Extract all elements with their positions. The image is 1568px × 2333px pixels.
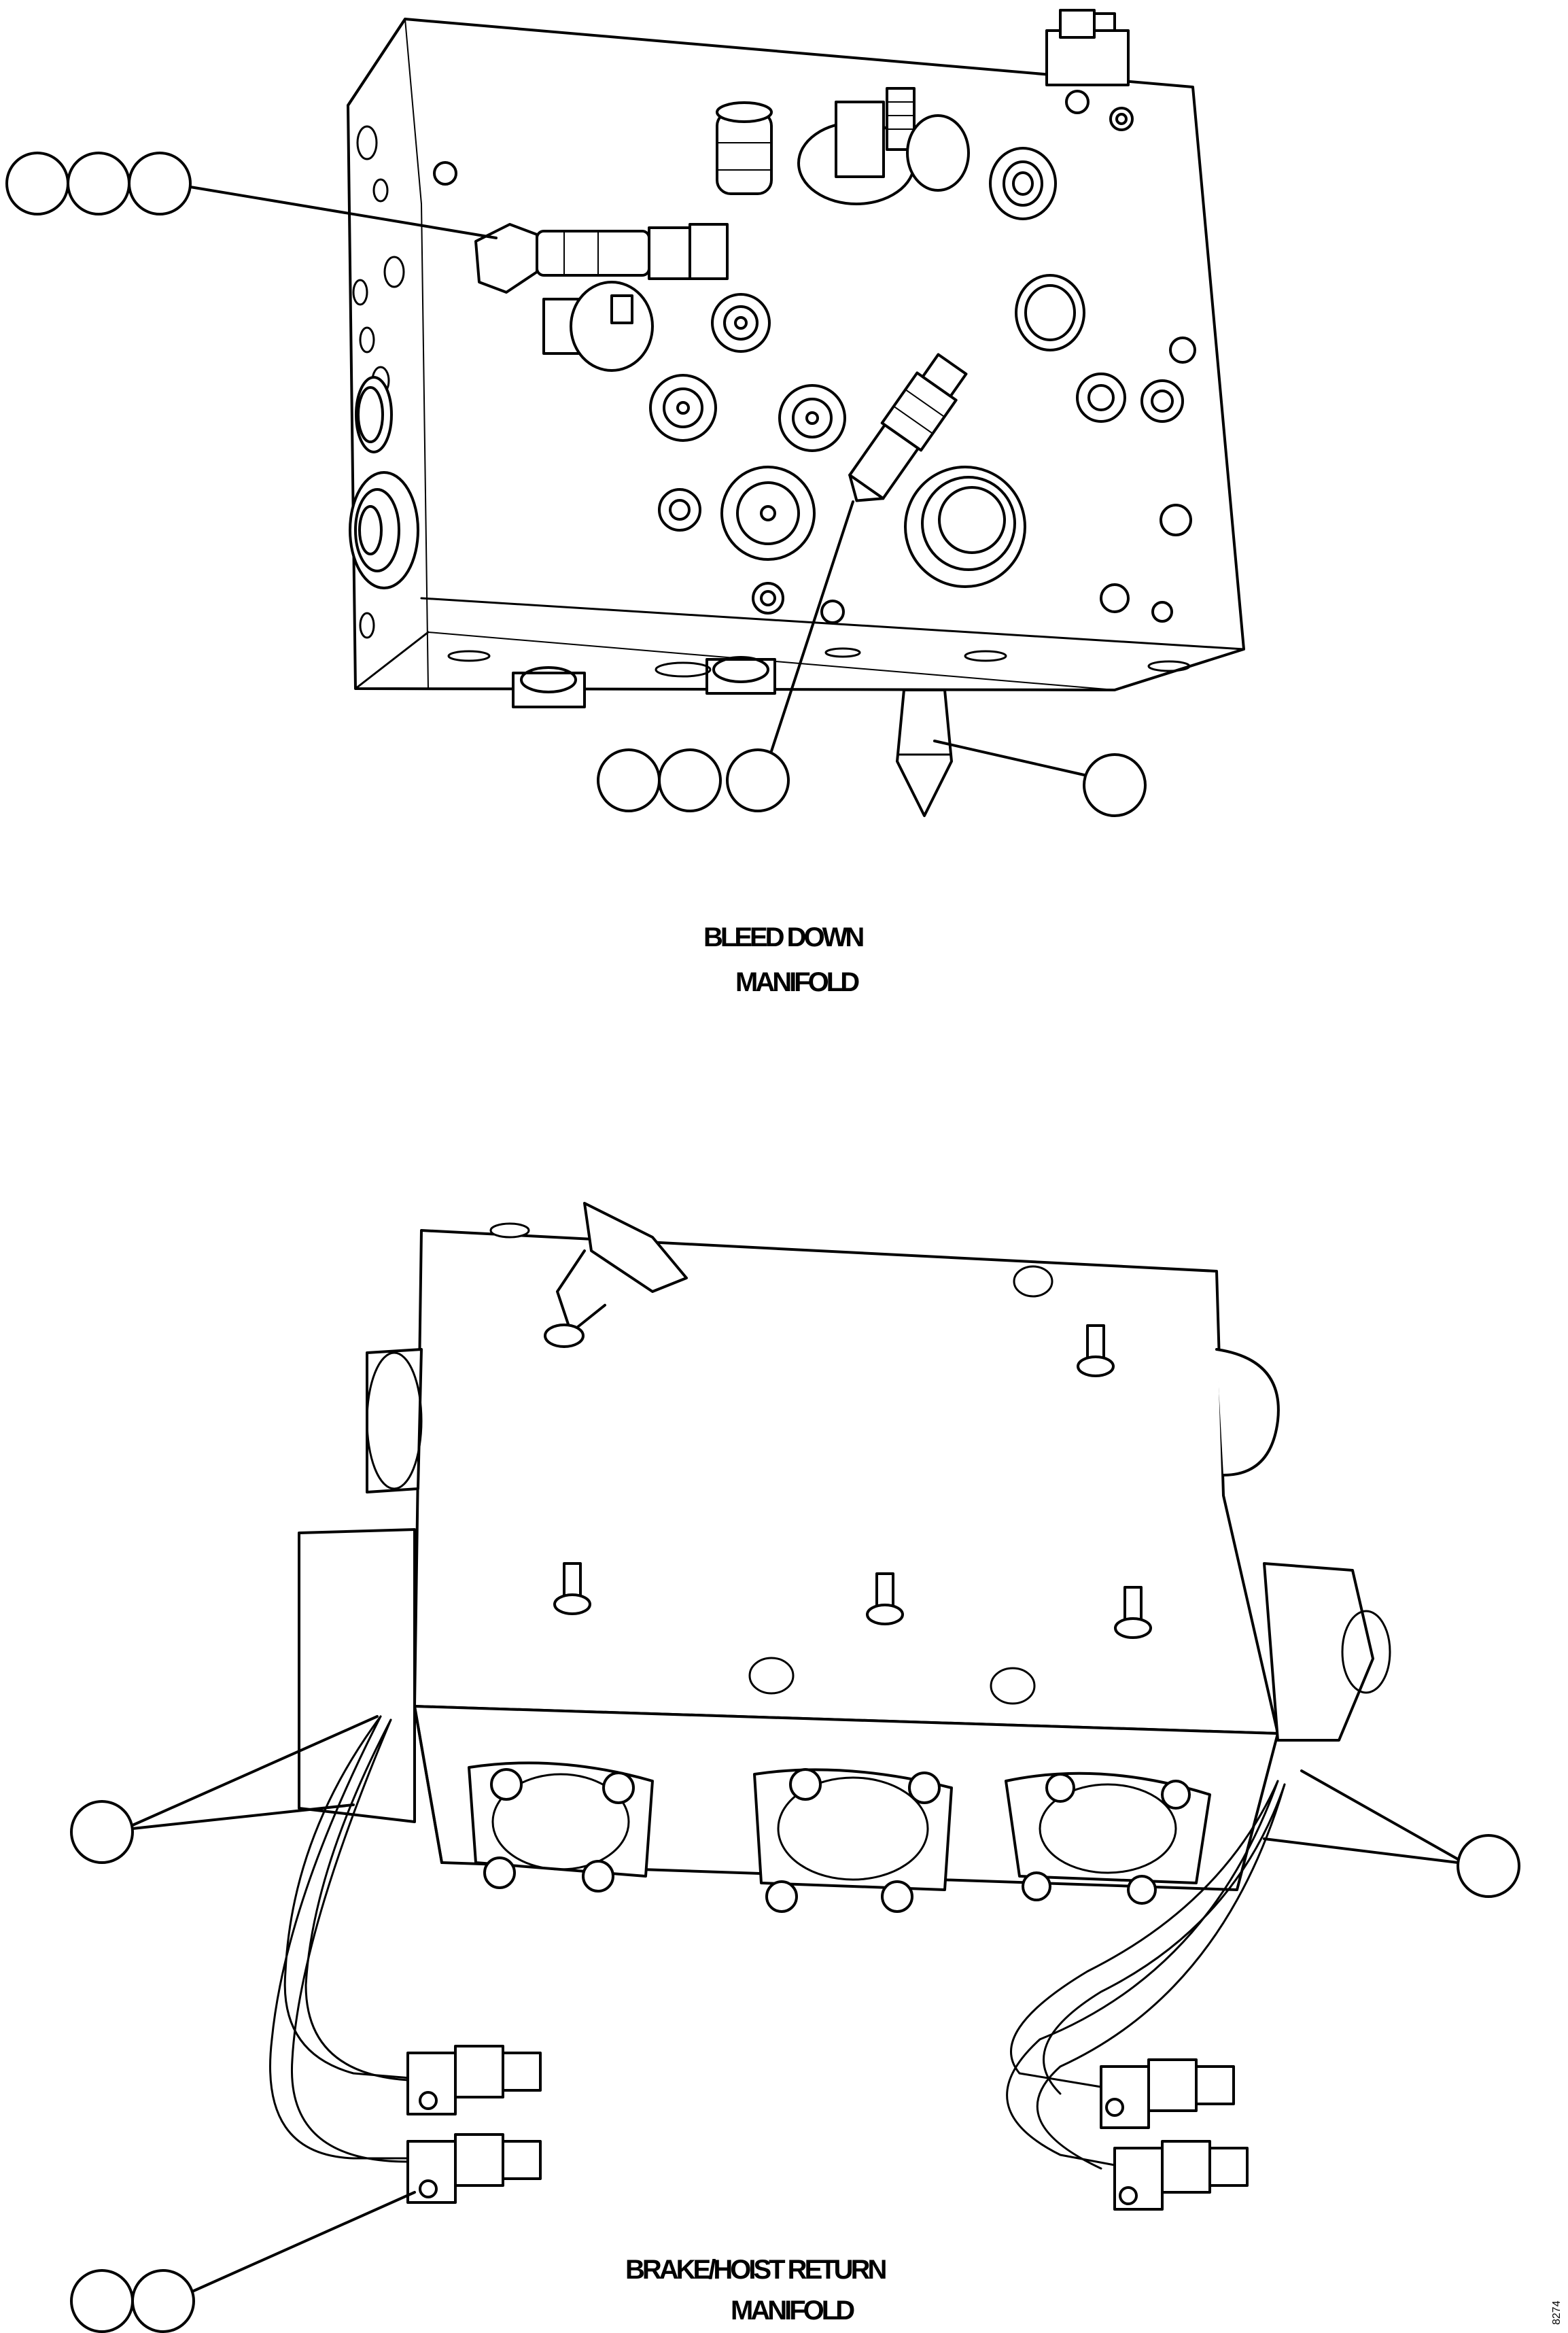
bleed-down-manifold [347, 9, 1245, 817]
callout-balloon [131, 2269, 195, 2333]
callout-balloon [128, 152, 192, 215]
stud [1114, 1586, 1152, 1639]
leader-line [189, 186, 498, 239]
pressure-switch [797, 87, 970, 205]
test-port-plug [896, 689, 953, 817]
port [752, 582, 784, 615]
top-connector [1045, 9, 1130, 86]
small-fitting [542, 281, 654, 372]
port [711, 293, 771, 353]
flange-port [1005, 1772, 1211, 1905]
port [1151, 601, 1173, 623]
callout-balloon [1457, 1834, 1520, 1898]
plug [1015, 274, 1085, 351]
leader-line [933, 740, 1085, 776]
callout-balloon [726, 748, 790, 812]
brake-hoist-caption-line1: BRAKE/HOIST RETURN [625, 2255, 886, 2285]
drawing-number: 8274 [1551, 2300, 1563, 2325]
electrical-connector [406, 2133, 542, 2204]
large-plug [904, 466, 1026, 588]
solenoid-valve [474, 223, 729, 294]
bottom-nut [512, 666, 586, 708]
bleed-down-caption-line1: BLEED DOWN [703, 922, 863, 952]
pressure-sensor [848, 353, 968, 502]
callout-balloon [658, 748, 722, 812]
port [1076, 373, 1126, 423]
callout-balloon [70, 2269, 134, 2333]
port [1100, 583, 1130, 613]
bottom-nut [705, 656, 776, 695]
leader-line [1300, 1769, 1459, 1861]
cartridge-valve [716, 101, 773, 195]
electrical-connector [406, 2045, 542, 2115]
brake-hoist-caption-line2: MANIFOLD [731, 2296, 854, 2326]
leader-line [770, 500, 854, 753]
port [720, 466, 816, 561]
callout-group [933, 740, 1147, 817]
port [649, 374, 717, 442]
port [778, 384, 846, 452]
brake-hoist-return-manifold [269, 1202, 1391, 2211]
flange-port [753, 1768, 953, 1913]
callout-balloon [597, 748, 661, 812]
callout-balloon [1083, 753, 1147, 817]
callout-group [1263, 1769, 1520, 1898]
electrical-connector [1113, 2140, 1249, 2211]
elbow-fitting [544, 1202, 688, 1348]
callout-group [5, 152, 498, 239]
callout-balloon [70, 1800, 134, 1864]
leader-line [131, 1803, 355, 1830]
callout-group [597, 500, 854, 812]
callout-group [70, 1715, 379, 1864]
callout-balloon [5, 152, 69, 215]
leader-line [192, 2191, 416, 2292]
side-port-fitting [349, 471, 419, 589]
port [1140, 379, 1184, 423]
electrical-connector [1100, 2058, 1235, 2129]
leader-line [131, 1715, 379, 1827]
port [658, 488, 701, 532]
callout-group [70, 2191, 416, 2333]
stud [553, 1562, 591, 1615]
port [820, 600, 845, 624]
bleed-down-caption-line2: MANIFOLD [735, 967, 859, 997]
leader-line [1263, 1837, 1459, 1864]
flange-port [468, 1761, 654, 1893]
wire-harness-left [269, 1715, 436, 2163]
callout-balloon [67, 152, 130, 215]
stud [866, 1572, 904, 1625]
wire-harness-right [1006, 1780, 1286, 2170]
side-port-fitting [355, 376, 393, 453]
port [1169, 336, 1196, 364]
port [1160, 504, 1192, 536]
plug [989, 147, 1057, 220]
stud [1077, 1324, 1115, 1377]
